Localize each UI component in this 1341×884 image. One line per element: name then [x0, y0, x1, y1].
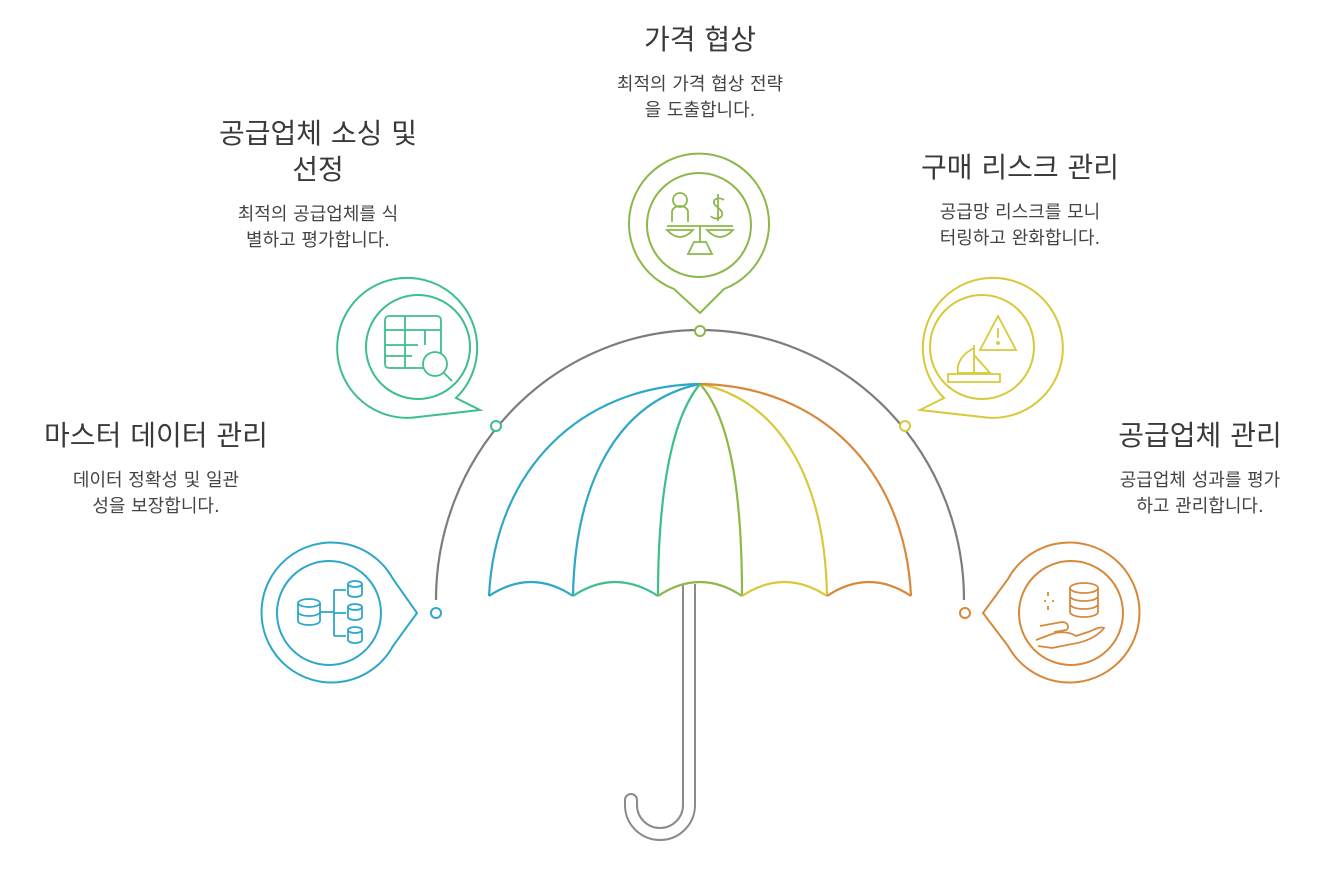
negotiation-desc-line2: 을 도출합니다.	[644, 100, 756, 121]
risk-desc-line1: 공급망 리스크를 모니	[939, 202, 1101, 223]
sourcing-title-line1: 공급업체 소싱 및	[218, 117, 418, 150]
supplier-section: 공급업체 관리 공급업체 성과를 평가 하고 관리합니다.	[1062, 418, 1338, 520]
sourcing-title-line2: 선정	[292, 153, 344, 186]
umbrella-canopy	[487, 382, 913, 597]
connector-dot-risk	[899, 420, 911, 432]
negotiation-title: 가격 협상	[644, 23, 756, 56]
risk-section: 구매 리스크 관리 공급망 리스크를 모니 터링하고 완화합니다.	[880, 150, 1160, 252]
sourcing-desc-line2: 별하고 평가합니다.	[246, 230, 390, 251]
supplier-desc-line1: 공급업체 성과를 평가	[1119, 470, 1281, 491]
connector-dot-supplier	[959, 607, 971, 619]
supplier-pin	[981, 541, 1141, 684]
sourcing-pin	[336, 276, 484, 419]
hand-database-icon	[1035, 582, 1106, 649]
risk-pin	[916, 276, 1064, 419]
master-data-pin	[260, 541, 419, 684]
master-data-desc: 데이터 정확성 및 일관 성을 보장합니다.	[16, 468, 296, 520]
outer-arc	[434, 328, 966, 601]
sourcing-section: 공급업체 소싱 및 선정 최적의 공급업체를 식 별하고 평가합니다.	[178, 116, 458, 254]
sourcing-desc-line1: 최적의 공급업체를 식	[237, 204, 399, 225]
negotiation-desc: 최적의 가격 협상 전략 을 도출합니다.	[560, 72, 840, 124]
supplier-desc: 공급업체 성과를 평가 하고 관리합니다.	[1062, 468, 1338, 520]
connector-dot-sourcing	[490, 420, 502, 432]
negotiation-pin	[628, 152, 770, 315]
database-network-icon	[297, 580, 363, 644]
sourcing-title: 공급업체 소싱 및 선정	[178, 116, 458, 188]
risk-desc: 공급망 리스크를 모니 터링하고 완화합니다.	[880, 200, 1160, 252]
master-data-section: 마스터 데이터 관리 데이터 정확성 및 일관 성을 보장합니다.	[16, 418, 296, 520]
risk-desc-line2: 터링하고 완화합니다.	[939, 228, 1101, 249]
spreadsheet-search-icon	[384, 315, 453, 382]
risk-title: 구매 리스크 관리	[920, 151, 1120, 184]
master-data-desc-line1: 데이터 정확성 및 일관	[72, 470, 240, 491]
connector-dot-negotiation	[694, 325, 706, 337]
person-scale-dollar-icon	[664, 192, 736, 255]
negotiation-section: 가격 협상 최적의 가격 협상 전략 을 도출합니다.	[560, 22, 840, 124]
negotiation-desc-line1: 최적의 가격 협상 전략	[616, 74, 784, 95]
supplier-desc-line2: 하고 관리합니다.	[1136, 496, 1264, 517]
master-data-title: 마스터 데이터 관리	[44, 419, 268, 452]
master-data-desc-line2: 성을 보장합니다.	[92, 496, 220, 517]
umbrella-handle	[624, 584, 696, 841]
supplier-title: 공급업체 관리	[1118, 419, 1282, 452]
sourcing-desc: 최적의 공급업체를 식 별하고 평가합니다.	[178, 202, 458, 254]
connector-dot-master-data	[430, 607, 442, 619]
warning-boat-icon	[947, 314, 1018, 383]
